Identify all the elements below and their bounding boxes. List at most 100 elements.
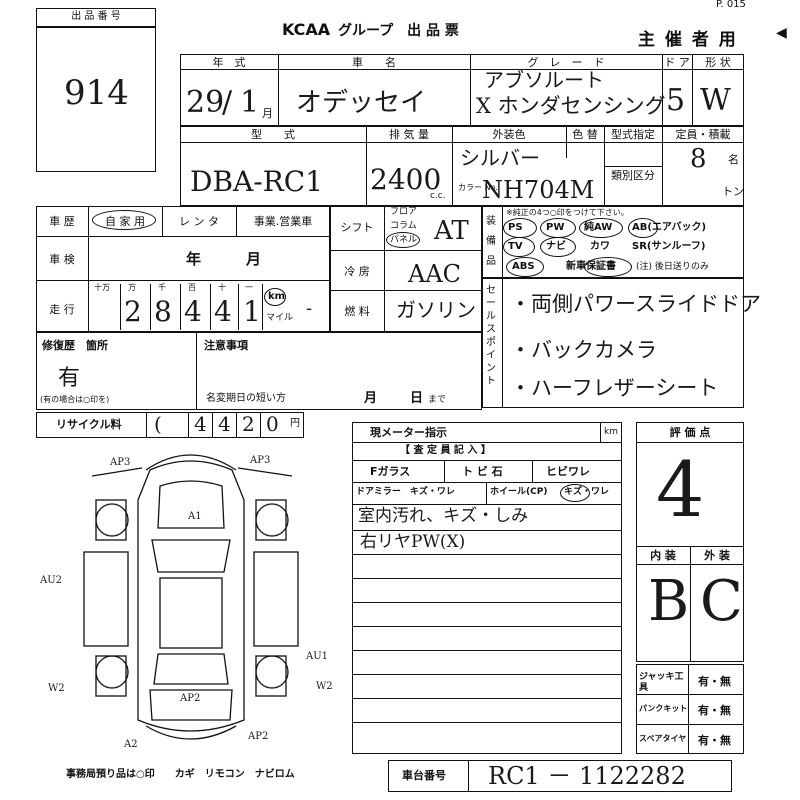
recycle-digit-4: 0 [266,412,279,436]
wheel-rear-right [255,655,289,689]
equipment-label: 装備品 [486,216,496,267]
equip-sunroof: SR(サンルーフ) [632,241,706,252]
shape-label: 形 状 [705,56,731,69]
displacement-label: 排 気 量 [389,128,429,141]
wheel-front-left [95,503,129,537]
mark-bottom-right: AP2 [248,731,269,742]
exterior-color-label: 外装色 [492,128,526,141]
displacement-value: 2400 [370,163,442,196]
right-door-panel [253,551,299,647]
page-mark: P. 015 [716,0,746,10]
recycle-digit-3: 2 [242,412,255,436]
lot-number-box [36,8,156,172]
glass-label: Fガラス [370,465,411,478]
wheel-label: ホイール(CP) [490,487,548,497]
digit-label-10: 十 [218,283,226,292]
shape-value: W [700,83,731,118]
car-body-outline [137,460,245,732]
shift-label: シフト [340,221,374,234]
private-circle [92,210,156,230]
history-rental: レ ン タ [179,215,219,228]
mark-top-right: AP3 [250,455,271,466]
grade-line1: アブソルート [484,68,604,92]
jack-label: ジャッキ工具 [639,672,684,693]
mark-right: AU1 [306,651,329,662]
equipment-box [482,206,744,278]
mileage-digit-1: 2 [124,295,142,328]
ac-label: 冷 房 [344,265,370,278]
doors-value: 5 [666,83,686,118]
model-box [180,126,744,206]
km-circle [264,288,286,306]
equip-later-note: (注) 後日送りのみ [636,262,709,272]
equip-leather: カワ [590,241,610,252]
shift-value: AT [434,216,469,246]
tobi-label: ト ビ 石 [462,465,503,478]
comment-1: 室内汚れ、キズ・しみ [358,506,529,526]
hood-outline [157,480,225,529]
roof-outline [159,577,223,649]
year-value: 29 [186,85,225,120]
mileage-digit-5: 1 [243,295,261,328]
capacity-value: 8 [690,144,707,174]
right-rear-panel [255,655,287,697]
puncture-kit-value: 有・無 [698,704,731,717]
meter-unit: km [604,427,618,437]
left-door-panel [83,551,129,647]
recycle-box [36,412,304,438]
digit-label-1k: 千 [158,283,166,292]
fuel-label: 燃 料 [344,305,370,318]
lot-number: 914 [64,73,129,113]
left-front-panel [95,499,127,541]
yen-unit: 円 [290,418,300,429]
mileage-digit-2: 8 [154,295,172,328]
mark-rear-left: W2 [48,683,65,694]
short-date-label: 名変期日の短い方 [206,393,286,404]
front-bumper [145,454,237,471]
accessories-box [636,664,744,754]
mark-rear-right: W2 [316,681,333,692]
inspection-label: 車 検 [49,253,75,266]
fuel-value: ガソリン [396,298,476,322]
model-designation-label: 型式指定 [611,128,655,141]
mileage-digit-3: 4 [184,295,202,328]
until-label: まで [428,395,447,405]
wheel-front-right [255,503,289,537]
notes-label: 注意事項 [204,339,248,352]
mark-trunk: AP2 [180,693,201,704]
recycle-digit-1: 4 [194,412,207,436]
lot-divider [36,26,156,28]
chassis-value: RC1 － 1122282 [488,762,686,790]
navi-circle [540,237,576,257]
cc-unit: c.c. [430,191,446,201]
year-separator: / [222,85,233,120]
mark-line-tl [91,467,143,477]
color-code-label: カラー No. [458,183,498,192]
form-title: ．グループ 出 品 票 [324,23,459,39]
equip-airbag: AB(エアバック) [632,222,707,233]
classification-label: 類別区分 [611,169,655,182]
mileage-dash: - [306,298,313,319]
history-label: 車 歴 [49,215,75,228]
ac-value: AAC [408,260,462,288]
comment-2: 右リヤPW(X) [360,532,466,552]
month-label: 月 [364,391,378,406]
warranty-circle [584,257,632,277]
trunk-outline [149,689,233,721]
exterior-grade: C [700,569,743,634]
lot-label: 出 品 番 号 [71,11,121,22]
arrow-marker-icon: ◀ [776,25,787,41]
sales-point-2: ・バックカメラ [510,338,657,362]
spare-tire-label: スペアタイヤ [639,734,687,743]
mark-line-tr [237,467,293,477]
digit-label-10k: 万 [128,283,136,292]
brand-logo: KCAA [282,20,331,39]
rear-glass-outline [153,653,229,685]
car-name: オデッセイ [296,88,427,118]
mark-hood: A1 [188,511,202,522]
panel-circle [386,232,420,248]
drivetrain-box [330,206,482,332]
sales-points-label: セールスポイント [486,285,496,387]
